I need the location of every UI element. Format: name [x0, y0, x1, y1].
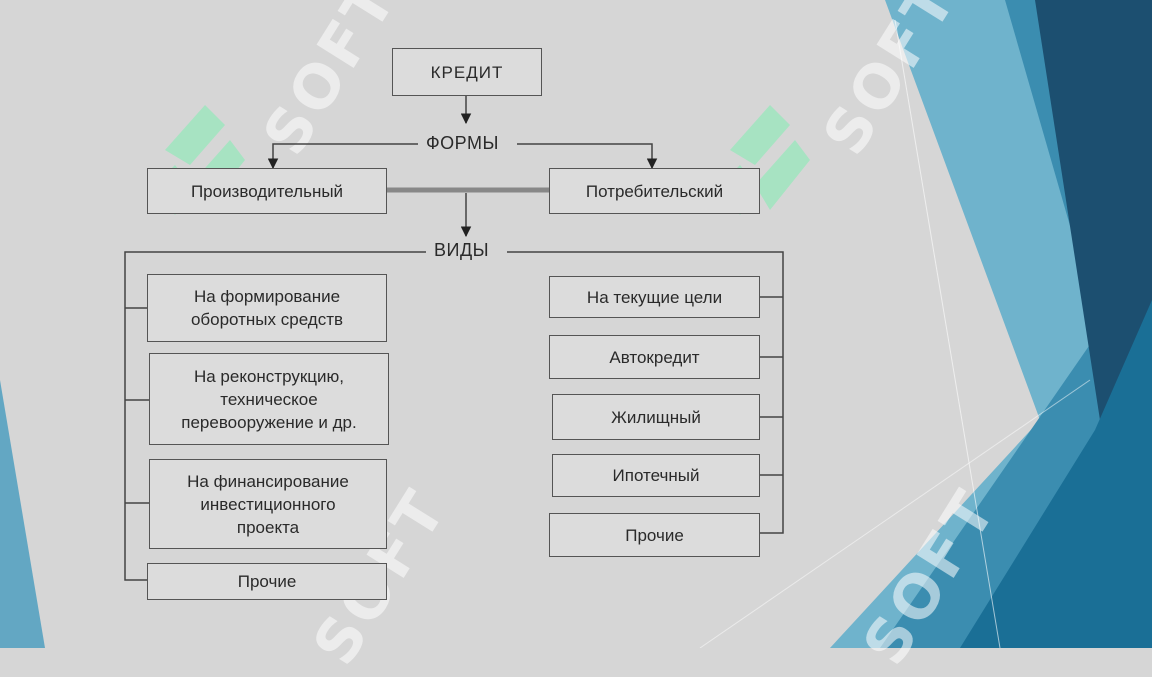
type-box-investment-project: На финансирование инвестиционного проект…: [149, 459, 387, 549]
connector-forms-left: [267, 143, 420, 170]
thin-line-1: [894, 19, 1001, 648]
diagram-connectors: [124, 96, 784, 581]
type-box-mortgage: Ипотечный: [552, 454, 760, 497]
right-panel-deep: [960, 300, 1152, 648]
connector-types-left: [124, 251, 428, 581]
root-box: КРЕДИТ: [392, 48, 542, 96]
type-box-housing: Жилищный: [552, 394, 760, 440]
connector-types-right: [507, 251, 784, 534]
form-box-consumer: Потребительский: [549, 168, 760, 214]
type-box-other-left: Прочие: [147, 563, 387, 600]
type-box-auto-loan: Автокредит: [549, 335, 760, 379]
left-accent-shape: [0, 380, 45, 648]
form-box-production: Производительный: [147, 168, 387, 214]
type-box-working-capital: На формирование оборотных средств: [147, 274, 387, 342]
right-panel-dark: [1035, 0, 1152, 420]
forms-label: ФОРМЫ: [418, 133, 507, 154]
types-label: ВИДЫ: [426, 240, 498, 261]
type-box-reconstruction: На реконструкцию, техническое перевооруж…: [149, 353, 389, 445]
type-box-other-right: Прочие: [549, 513, 760, 557]
decorative-shapes: [0, 0, 1152, 648]
connector-forms-right: [517, 143, 658, 170]
type-box-current-purposes: На текущие цели: [549, 276, 760, 318]
thin-line-2: [699, 379, 1091, 648]
